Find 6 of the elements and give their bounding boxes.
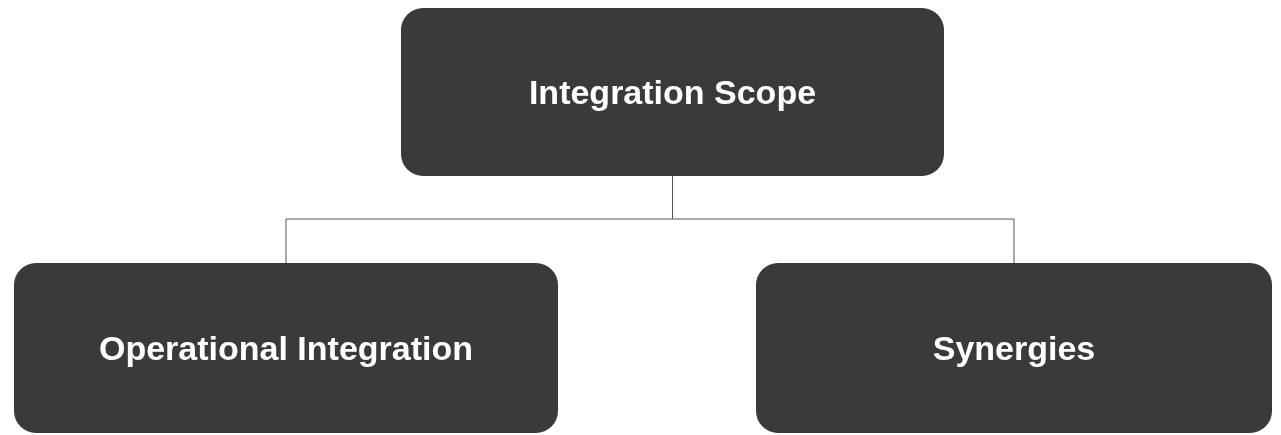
box-title: Integration Scope [528,72,817,112]
box-title: Synergies [932,328,1096,368]
dark-rounded-box [14,263,558,433]
dark-rounded-box [756,263,1272,433]
dark-rounded-box [401,8,944,176]
box-title: Operational Integration [98,328,473,368]
